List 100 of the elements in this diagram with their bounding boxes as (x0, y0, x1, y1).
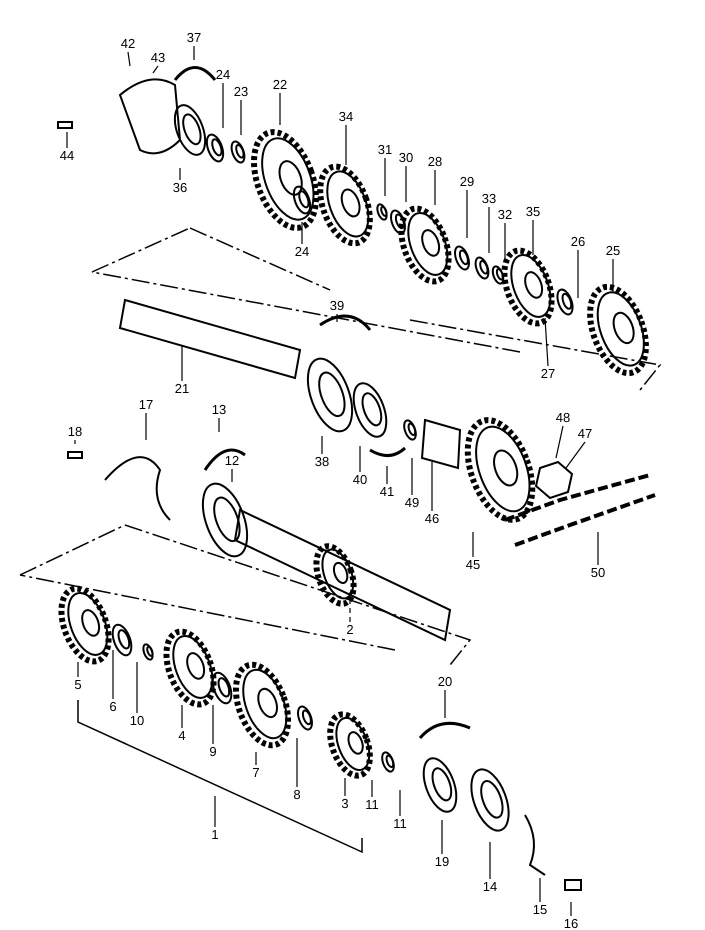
callout-number: 8 (293, 788, 301, 802)
callout-number: 36 (172, 181, 188, 195)
callout-number: 1 (211, 828, 219, 842)
leader-line (231, 469, 233, 482)
callout-number: 41 (380, 485, 394, 499)
leader-line (570, 902, 572, 916)
callout-number: 6 (109, 700, 117, 714)
leader-line (411, 458, 413, 495)
leader-line (405, 166, 407, 202)
leader-line (321, 436, 323, 454)
leader-line (532, 220, 534, 255)
callout-number: 13 (212, 403, 226, 417)
callout-number: 15 (532, 903, 548, 917)
leader-line (472, 532, 474, 557)
callout-number: 24 (216, 68, 230, 82)
callout-number: 33 (482, 192, 496, 206)
leader-line (488, 207, 490, 253)
callout-number: 50 (590, 566, 606, 580)
callout-number: 24 (294, 245, 310, 259)
leader-line (214, 796, 216, 827)
leader-line (212, 705, 214, 744)
leader-line (349, 592, 351, 622)
leader-line (112, 650, 114, 699)
leader-line (577, 250, 579, 298)
callout-number: 12 (224, 454, 240, 468)
leader-line (301, 222, 303, 244)
callout-number: 28 (428, 155, 442, 169)
callout-number: 20 (438, 675, 452, 689)
callout-number: 21 (174, 382, 190, 396)
leader-line (152, 66, 158, 74)
callout-number: 38 (314, 455, 330, 469)
leader-line (66, 132, 68, 148)
callout-number: 27 (540, 367, 556, 381)
leader-line (255, 752, 257, 765)
callout-number: 47 (578, 427, 592, 441)
leader-line (345, 125, 347, 165)
callout-number: 35 (526, 205, 540, 219)
callout-number: 25 (606, 244, 620, 258)
callout-number: 42 (120, 37, 136, 51)
leader-line (555, 426, 564, 458)
leader-line (431, 462, 433, 511)
leader-line (77, 662, 79, 677)
leader-line (597, 532, 599, 565)
leader-line (240, 100, 242, 135)
leader-line (539, 878, 541, 902)
leader-line (193, 46, 195, 60)
leader-line (466, 190, 468, 238)
leader-line (344, 778, 346, 796)
callout-number: 4 (178, 729, 186, 743)
callout-number: 11 (393, 817, 407, 831)
leader-line (222, 83, 224, 128)
callout-number: 49 (404, 496, 420, 510)
callout-number: 46 (424, 512, 440, 526)
callout-number: 43 (150, 51, 166, 65)
callout-number: 7 (252, 766, 260, 780)
callout-number: 5 (74, 678, 82, 692)
leader-line (612, 259, 614, 292)
callout-number: 2 (346, 623, 354, 637)
callout-number: 22 (272, 78, 288, 92)
leader-line (181, 705, 183, 728)
leader-line (296, 738, 298, 787)
callout-number: 40 (352, 473, 368, 487)
leader-line (399, 790, 401, 816)
leader-line (386, 466, 388, 484)
leader-line (336, 314, 338, 322)
leader-line (279, 93, 281, 125)
callout-number: 32 (498, 208, 512, 222)
leader-line (434, 170, 436, 205)
callout-number: 11 (365, 798, 379, 812)
callout-number: 17 (138, 398, 154, 412)
callout-number: 23 (234, 85, 248, 99)
leader-line (181, 345, 183, 381)
leader-line (371, 780, 373, 797)
leader-line (359, 446, 361, 472)
callout-number: 44 (60, 149, 74, 163)
leader-line (179, 168, 181, 180)
callout-number: 18 (68, 425, 82, 439)
callout-number: 37 (186, 31, 202, 45)
callout-number: 10 (130, 714, 144, 728)
callout-number: 9 (209, 745, 217, 759)
callout-number: 48 (556, 411, 570, 425)
callout-number: 19 (434, 855, 450, 869)
callout-number: 26 (570, 235, 586, 249)
leader-line (218, 418, 220, 432)
leader-line (489, 842, 491, 879)
leader-line (136, 662, 138, 713)
leader-line (384, 158, 386, 196)
leader-line (441, 820, 443, 854)
callout-number: 31 (378, 143, 392, 157)
leader-line (566, 442, 586, 468)
leader-line (74, 440, 76, 444)
callout-number: 30 (398, 151, 414, 165)
leader-line (145, 413, 147, 440)
callout-number: 34 (338, 110, 354, 124)
callout-number: 45 (466, 558, 480, 572)
callout-number: 29 (460, 175, 474, 189)
callout-number: 39 (330, 299, 344, 313)
leader-line (444, 690, 446, 718)
callout-number: 16 (564, 917, 578, 930)
leader-line (544, 318, 549, 366)
